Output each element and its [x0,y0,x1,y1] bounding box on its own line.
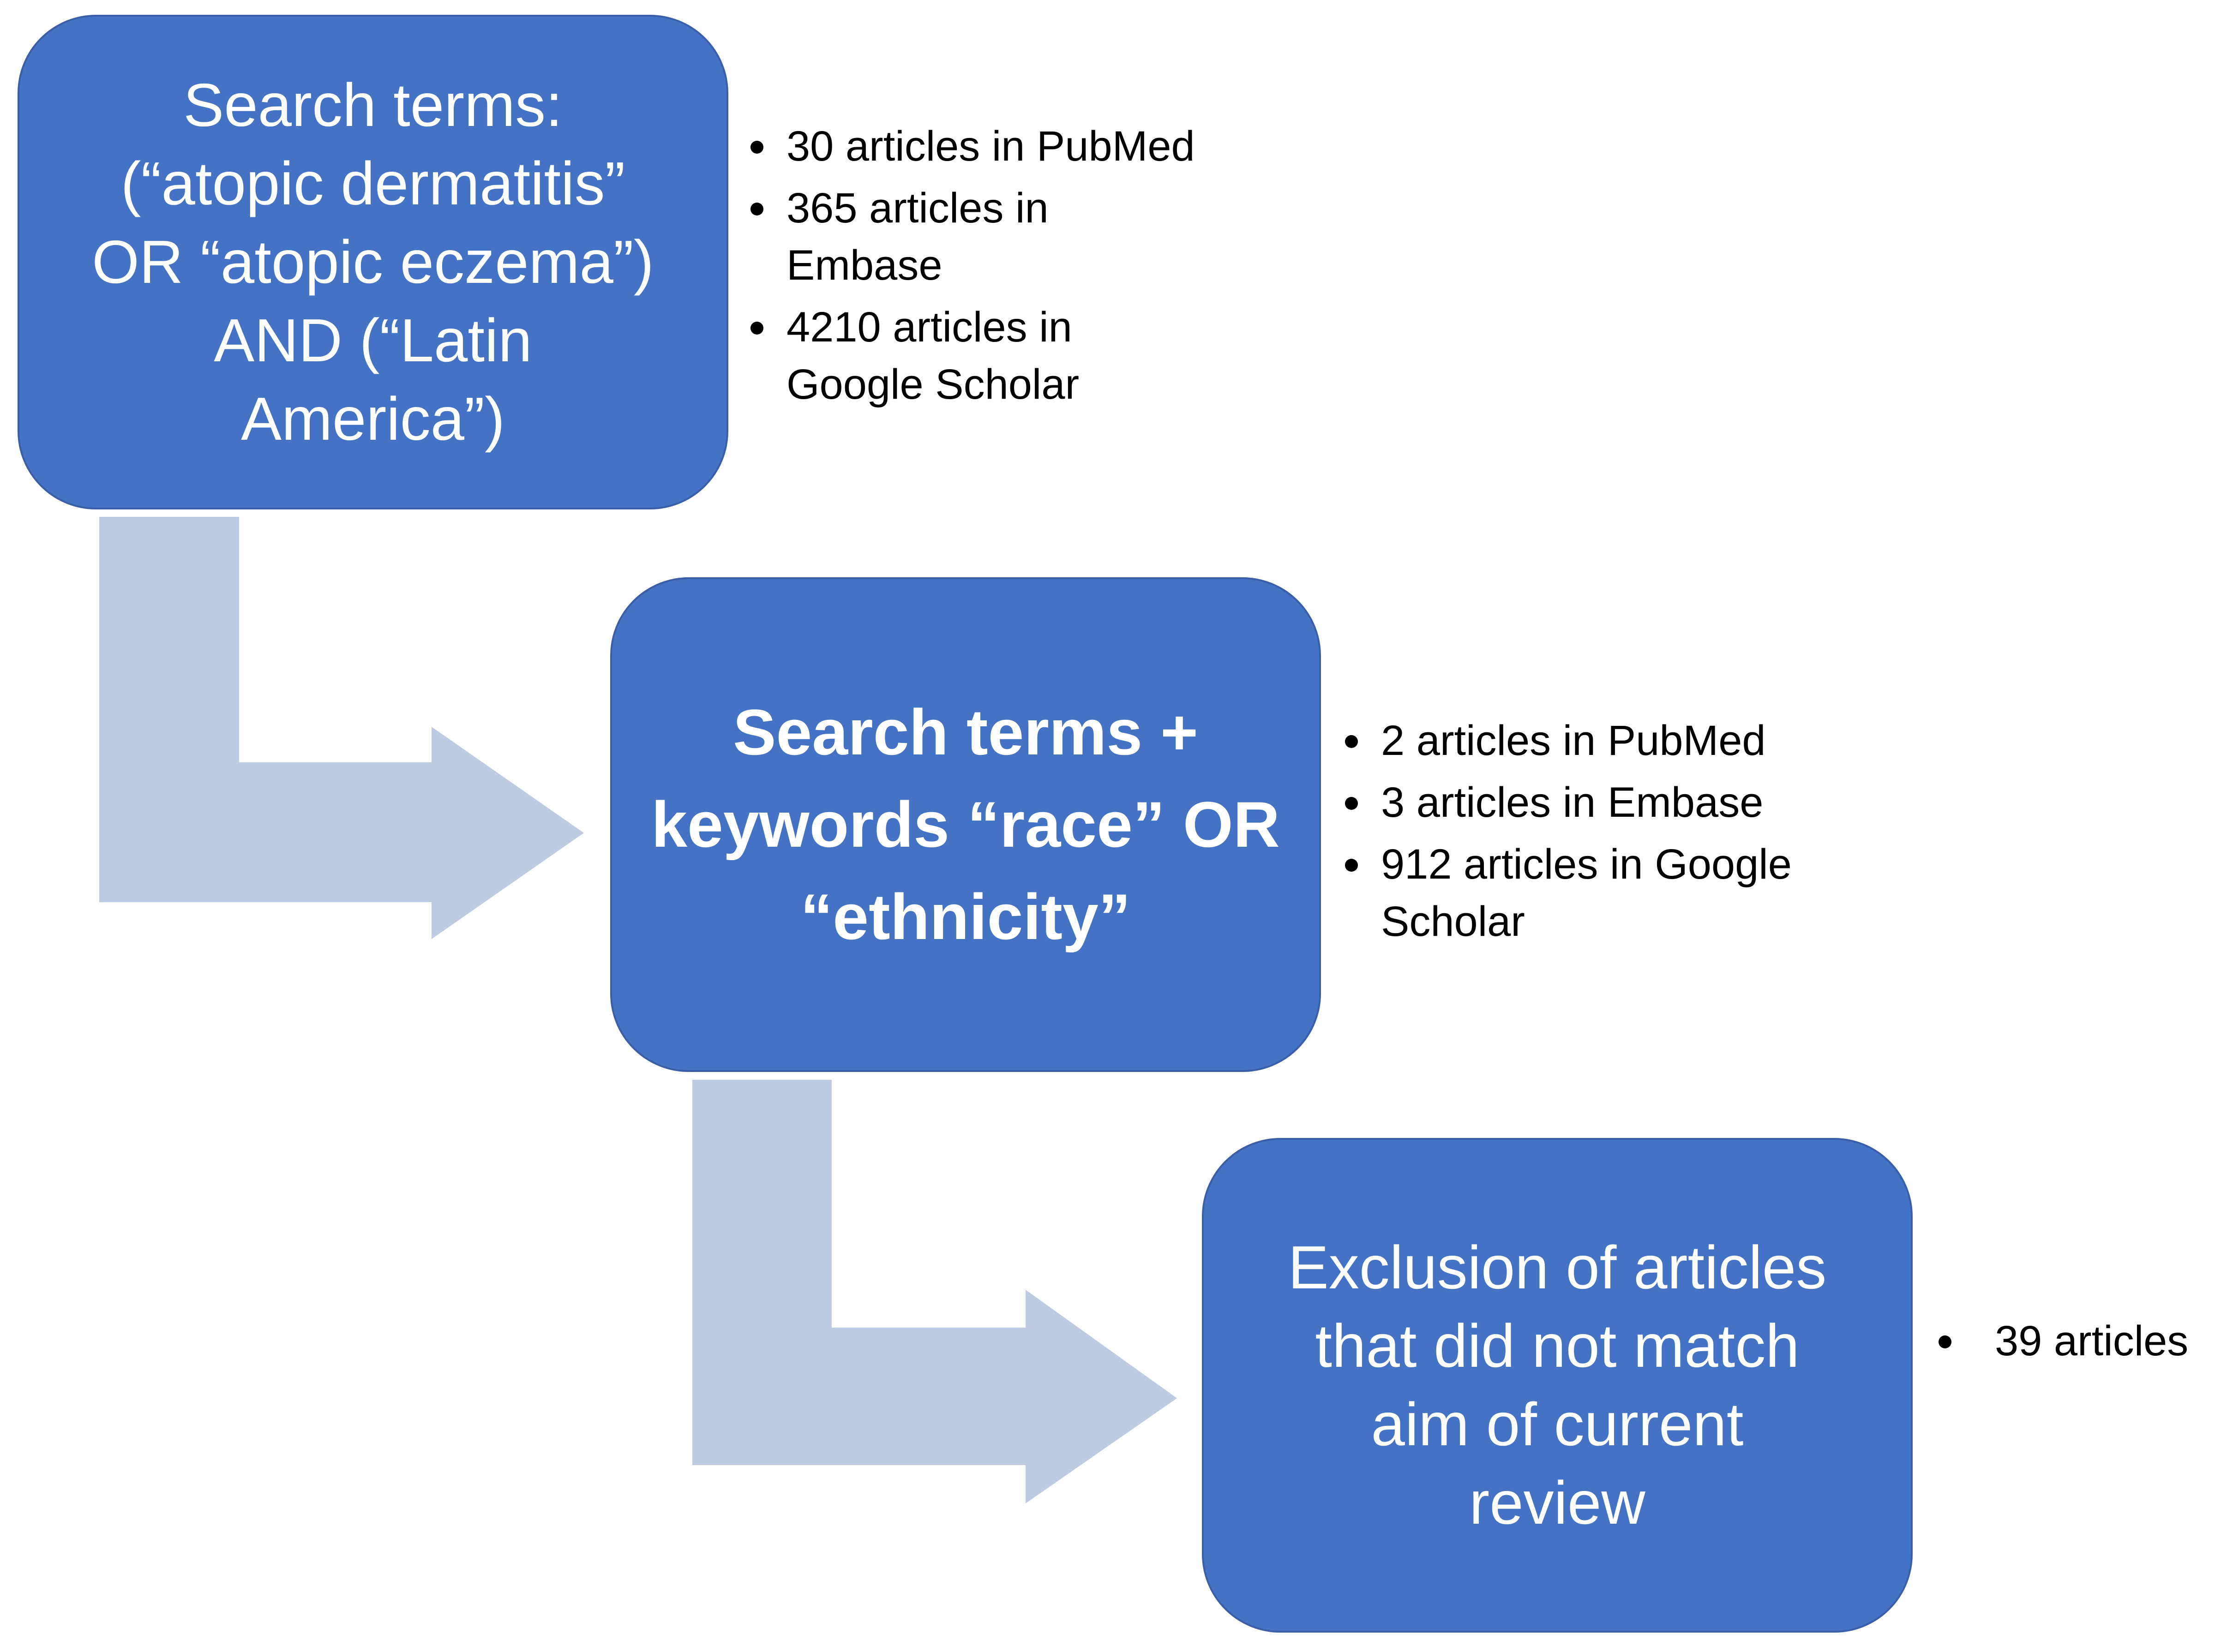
result-text: 365 articles in Embase [786,185,1049,289]
bent-arrow-shape [692,1080,1177,1503]
result-item: 365 articles in Embase [747,180,1301,294]
result-text: 4210 articles in Google Scholar [786,304,1080,408]
result-item: 3 articles in Embase [1341,774,1895,831]
result-text: 39 articles [1995,1317,2189,1365]
bent-arrow-shape [99,517,584,939]
result-text: 912 articles in Google Scholar [1381,841,1792,945]
result-item: 4210 articles in Google Scholar [747,299,1301,413]
result-item: 39 articles [1935,1312,2221,1370]
step-box-label: Search terms: (“atopic dermatitis” OR “a… [92,71,654,453]
results-list-step-3: 39 articles [1935,1312,2221,1374]
step-box-keywords: Search terms + keywords “race” OR “ethni… [610,577,1321,1072]
result-item: 912 articles in Google Scholar [1341,836,1895,950]
step-box-exclusion: Exclusion of articles that did not match… [1202,1138,1913,1633]
step-box-search-terms: Search terms: (“atopic dermatitis” OR “a… [18,15,728,509]
results-list-step-1: 30 articles in PubMed 365 articles in Em… [747,118,1301,418]
result-text: 3 articles in Embase [1381,779,1764,826]
step-box-label: Search terms + keywords “race” OR “ethni… [651,696,1280,953]
result-text: 30 articles in PubMed [786,123,1195,170]
step-box-label: Exclusion of articles that did not match… [1288,1233,1827,1537]
result-item: 30 articles in PubMed [747,118,1301,175]
results-list-step-2: 2 articles in PubMed 3 articles in Embas… [1341,712,1895,955]
result-item: 2 articles in PubMed [1341,712,1895,769]
result-text: 2 articles in PubMed [1381,717,1766,764]
